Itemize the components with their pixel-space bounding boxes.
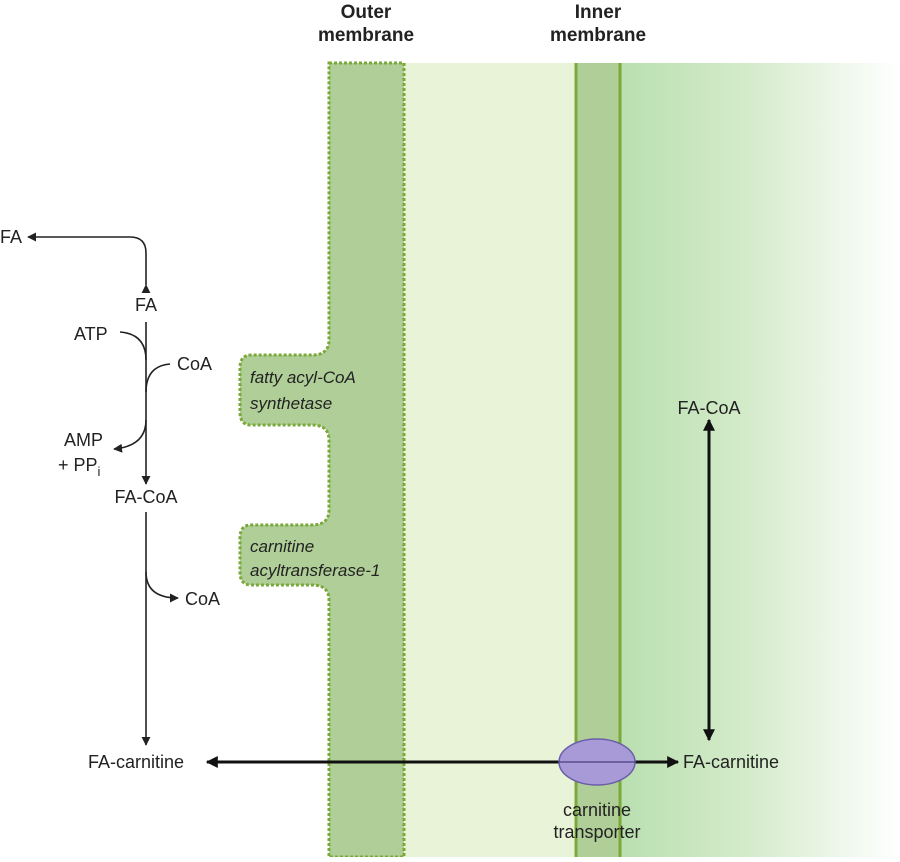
fa-label: FA <box>135 295 157 315</box>
coa-release-curve <box>145 571 179 603</box>
pp-label-text: + PP <box>58 455 98 475</box>
fa-coa-cytosol-label: FA-CoA <box>114 487 177 507</box>
fa-carnitine-cytosol-label: FA-carnitine <box>88 752 184 772</box>
outer-membrane-header-line2: membrane <box>318 25 414 46</box>
inner-membrane-header-line1: Inner <box>575 2 622 23</box>
coa-input-curve <box>145 363 171 393</box>
outer-membrane <box>238 61 406 859</box>
mitochondrial-matrix <box>620 63 900 857</box>
amp-label: AMP <box>64 430 103 450</box>
transporter-label-line1: carnitine <box>563 800 631 820</box>
fa-carnitine-matrix-label: FA-carnitine <box>683 752 779 772</box>
atp-label: ATP <box>74 324 108 344</box>
fa-coa-matrix-label: FA-CoA <box>677 398 740 418</box>
synthetase-label-line1: fatty acyl-CoA <box>250 368 356 387</box>
amp-output-curve <box>113 419 147 453</box>
transporter-label-line2: transporter <box>553 822 640 842</box>
cat1-label-line2: acyltransferase-1 <box>250 561 380 580</box>
cat1-label-line1: carnitine <box>250 537 314 556</box>
synthetase-label-line2: synthetase <box>250 394 332 413</box>
intermembrane-space <box>404 63 576 857</box>
coa-release-label: CoA <box>185 589 220 609</box>
fa-free-label: FA <box>0 227 22 247</box>
inner-membrane <box>576 63 620 857</box>
coa-input-label: CoA <box>177 354 212 374</box>
outer-membrane-header-line1: Outer <box>341 2 392 23</box>
inner-membrane-header-line2: membrane <box>550 25 646 46</box>
pp-subscript: i <box>98 464 101 479</box>
atp-input-curve <box>119 331 147 361</box>
fa-exchange-arrow <box>27 232 151 294</box>
pp-label: + PPi <box>58 455 101 479</box>
